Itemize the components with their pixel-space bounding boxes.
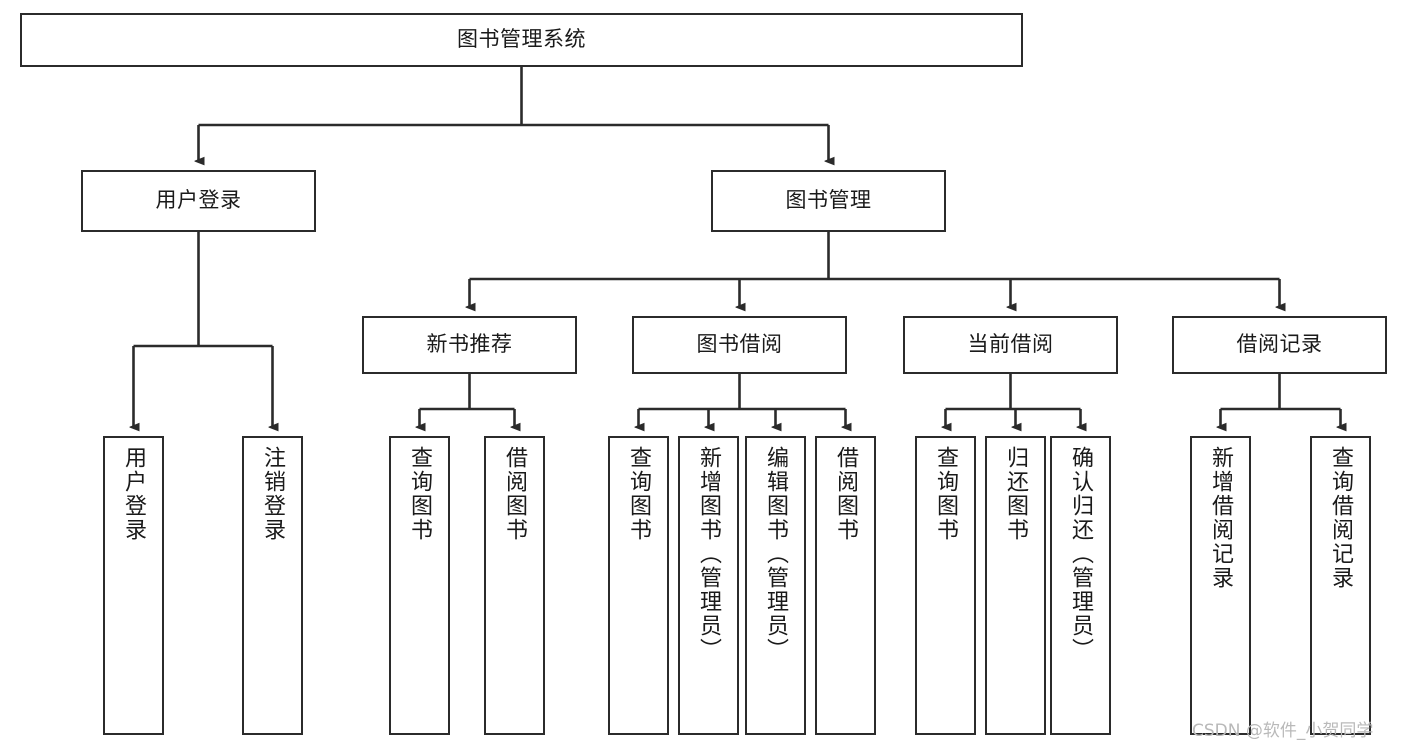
node-label: 图书借阅 xyxy=(696,332,783,357)
node-l2-book-borrow[interactable]: 图书借阅 xyxy=(632,316,847,374)
node-label: 用户登录 xyxy=(155,188,242,213)
node-leaf-edit-book-admin[interactable]: 编辑图书（管理员） xyxy=(745,436,806,735)
node-label: 注销登录 xyxy=(260,446,286,542)
node-label: 借阅记录 xyxy=(1236,332,1323,357)
node-label: 借阅图书 xyxy=(833,446,859,542)
node-label: 查询图书 xyxy=(626,446,652,542)
node-root[interactable]: 图书管理系统 xyxy=(20,13,1023,67)
node-leaf-query-book-current[interactable]: 查询图书 xyxy=(915,436,976,735)
node-label: 新增图书（管理员） xyxy=(696,446,722,662)
node-label: 当前借阅 xyxy=(967,332,1054,357)
node-label: 确认归还（管理员） xyxy=(1068,446,1094,662)
node-leaf-query-book-rec[interactable]: 查询图书 xyxy=(389,436,450,735)
connector-layer xyxy=(134,67,1341,427)
node-l2-current-borrow[interactable]: 当前借阅 xyxy=(903,316,1118,374)
node-label: 查询图书 xyxy=(933,446,959,542)
node-leaf-borrow-book-rec[interactable]: 借阅图书 xyxy=(484,436,545,735)
node-l1-book-manage[interactable]: 图书管理 xyxy=(711,170,946,232)
node-leaf-query-book-borrow[interactable]: 查询图书 xyxy=(608,436,669,735)
node-label: 新书推荐 xyxy=(426,332,513,357)
node-leaf-borrow-book[interactable]: 借阅图书 xyxy=(815,436,876,735)
node-leaf-add-borrow-record[interactable]: 新增借阅记录 xyxy=(1190,436,1251,735)
node-label: 图书管理系统 xyxy=(457,27,586,52)
node-label: 查询图书 xyxy=(407,446,433,542)
node-label: 新增借阅记录 xyxy=(1208,446,1234,590)
node-leaf-logout[interactable]: 注销登录 xyxy=(242,436,303,735)
node-leaf-query-borrow-record[interactable]: 查询借阅记录 xyxy=(1310,436,1371,735)
node-l2-borrow-record[interactable]: 借阅记录 xyxy=(1172,316,1387,374)
node-label: 查询借阅记录 xyxy=(1328,446,1354,590)
node-leaf-confirm-return-admin[interactable]: 确认归还（管理员） xyxy=(1050,436,1111,735)
node-label: 借阅图书 xyxy=(502,446,528,542)
node-leaf-return-book[interactable]: 归还图书 xyxy=(985,436,1046,735)
node-label: 图书管理 xyxy=(785,188,872,213)
node-label: 编辑图书（管理员） xyxy=(763,446,789,662)
node-leaf-user-login[interactable]: 用户登录 xyxy=(103,436,164,735)
node-l2-new-book-rec[interactable]: 新书推荐 xyxy=(362,316,577,374)
node-label: 归还图书 xyxy=(1003,446,1029,542)
node-l1-user-login[interactable]: 用户登录 xyxy=(81,170,316,232)
node-label: 用户登录 xyxy=(121,446,147,542)
node-leaf-add-book-admin[interactable]: 新增图书（管理员） xyxy=(678,436,739,735)
